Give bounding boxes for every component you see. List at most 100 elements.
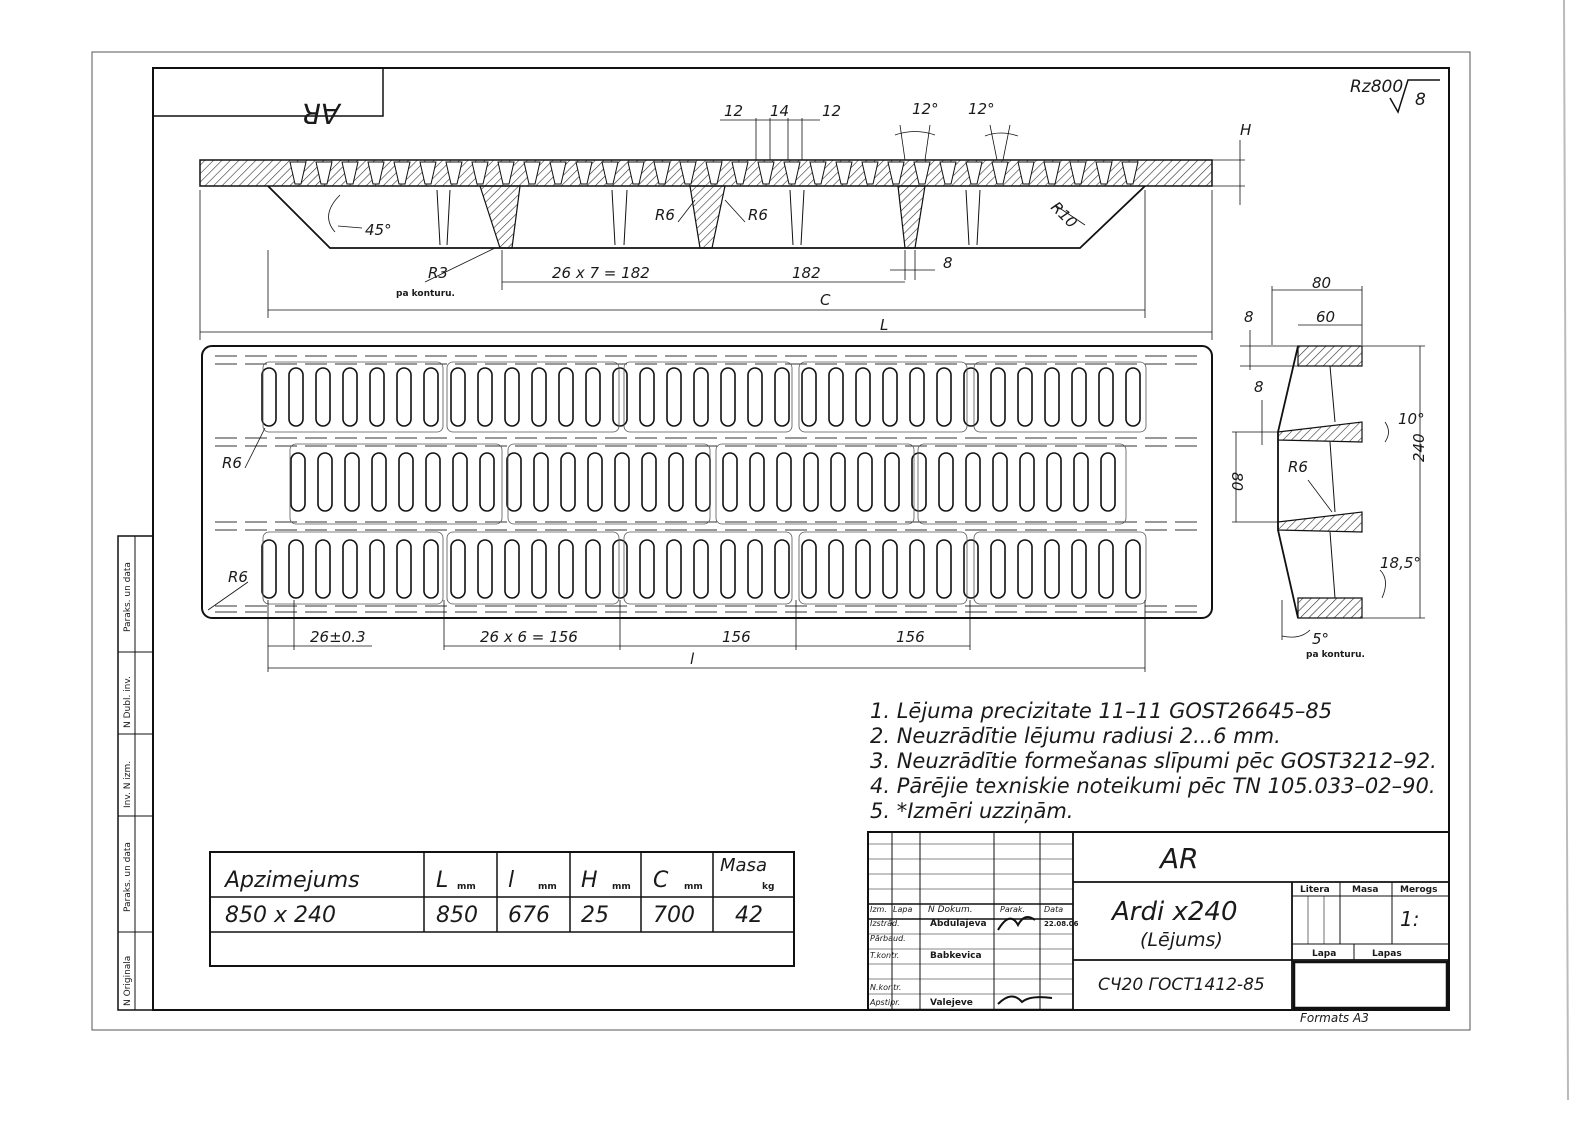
plan-slot xyxy=(452,452,468,512)
section-w60: 60 xyxy=(1316,308,1335,326)
slot-group-outline xyxy=(446,531,620,605)
side-view-slots xyxy=(289,161,1139,185)
plan-slot xyxy=(666,367,682,427)
tb-col-izm: Izm. xyxy=(870,905,887,914)
plan-slot xyxy=(1125,367,1141,427)
dim-12b: 12 xyxy=(822,102,841,120)
side-slot xyxy=(861,161,879,185)
spec-cell-apzimejums: 850 x 240 xyxy=(225,903,336,928)
plan-slot xyxy=(261,539,277,599)
side-view-dimensions: 12 14 12 12° 12° H 45° R6 R6 R10 R3 pa k… xyxy=(199,100,1251,340)
pitch-26: 26±0.3 xyxy=(310,628,366,646)
side-slot xyxy=(471,161,489,185)
spec-header-apzimejums: Apzimejums xyxy=(223,868,360,893)
plan-slot xyxy=(884,452,900,512)
plan-slot xyxy=(774,367,790,427)
spec-unit-H: mm xyxy=(612,882,631,892)
side-slot xyxy=(731,161,749,185)
section-angle-10: 10° xyxy=(1398,410,1425,428)
plan-slot xyxy=(342,539,358,599)
plan-slot xyxy=(398,452,414,512)
spec-cell-l: 676 xyxy=(508,903,550,928)
side-slot xyxy=(1017,161,1035,185)
spec-unit-masa: kg xyxy=(762,882,774,892)
plan-slot xyxy=(938,452,954,512)
plan-slot xyxy=(1017,367,1033,427)
plan-slot xyxy=(344,452,360,512)
tb-date-1: 22.08.06 xyxy=(1044,920,1079,928)
spec-table: Apzimejums L mm l mm H mm C mm Masa kg 8… xyxy=(209,851,795,967)
plan-slot xyxy=(1098,539,1114,599)
plan-slot xyxy=(909,367,925,427)
radius-r10: R10 xyxy=(1047,198,1081,232)
side-slot xyxy=(705,161,723,185)
technical-notes: 1. Lējuma precizitate 11–11 GOST26645–85… xyxy=(870,699,1437,823)
span-182: 182 xyxy=(792,264,821,282)
span-156b: 156 xyxy=(896,628,925,646)
dim-L: L xyxy=(880,316,888,334)
section-d8b: 8 xyxy=(1254,378,1264,396)
slot-group-outline xyxy=(715,443,915,525)
plan-slot xyxy=(1044,539,1060,599)
side-slot xyxy=(1069,161,1087,185)
tb-role-3: T.kontr. xyxy=(870,951,899,960)
dim-8-top: 8 xyxy=(943,254,953,272)
plan-slot xyxy=(614,452,630,512)
plan-slot xyxy=(963,367,979,427)
plan-slot xyxy=(828,367,844,427)
dim-12a: 12 xyxy=(724,102,743,120)
spec-unit-l: mm xyxy=(538,882,557,892)
spec-header-masa: Masa xyxy=(720,855,767,876)
tb-col-paraks: Parak. xyxy=(1000,905,1025,914)
side-slot xyxy=(367,161,385,185)
span-156a: 156 xyxy=(722,628,751,646)
plan-slot xyxy=(587,452,603,512)
tb-code: AR xyxy=(1158,842,1199,875)
tb-hdr-lapa: Lapa xyxy=(1312,949,1336,959)
plan-slot xyxy=(560,452,576,512)
spec-header-L: L xyxy=(436,868,448,893)
roughness-symbol xyxy=(1389,79,1440,114)
note-4: 4. Pārējie texniskie noteikumi pēc TN 10… xyxy=(870,774,1436,798)
spec-cell-L: 850 xyxy=(436,903,478,928)
plan-slot xyxy=(855,367,871,427)
plan-slot xyxy=(1100,452,1116,512)
plan-slot xyxy=(290,452,306,512)
plan-slot xyxy=(722,452,738,512)
slot-group-outline xyxy=(507,443,711,525)
side-slot xyxy=(549,161,567,185)
tb-hdr-merogs: Merogs xyxy=(1400,885,1437,895)
plan-slot xyxy=(315,367,331,427)
roughness-sub: 8 xyxy=(1415,90,1426,110)
side-strip-1: Paraks. un data xyxy=(123,562,133,632)
plan-slot xyxy=(558,539,574,599)
plan-slot xyxy=(803,452,819,512)
tb-name-1: Abdulajeva xyxy=(930,919,987,929)
signature-1 xyxy=(997,915,1036,931)
tb-hdr-lapas: Lapas xyxy=(1372,949,1402,959)
plan-slot xyxy=(425,452,441,512)
side-slot xyxy=(1095,161,1113,185)
plan-slot xyxy=(1017,539,1033,599)
plan-slot xyxy=(1019,452,1035,512)
plan-slot xyxy=(936,539,952,599)
slot-group-outline xyxy=(262,531,444,605)
spec-cell-H: 25 xyxy=(581,903,609,928)
angle-45: 45° xyxy=(365,221,392,239)
tb-role-1: Izstrād. xyxy=(870,919,900,928)
plan-slot xyxy=(963,539,979,599)
plan-slot xyxy=(882,539,898,599)
plan-view-dimensions: R6 R6 26±0.3 26 x 6 = 156 156 156 l xyxy=(207,427,1146,672)
tb-hdr-litera: Litera xyxy=(1300,885,1330,895)
plan-view xyxy=(201,345,1213,619)
plan-slot xyxy=(990,539,1006,599)
tb-material: СЧ20 ГОСТ1412-85 xyxy=(1098,975,1265,995)
plan-slot xyxy=(720,539,736,599)
slot-group-outline xyxy=(289,443,503,525)
tb-hdr-masa: Masa xyxy=(1352,885,1378,895)
plan-slot xyxy=(639,539,655,599)
spec-cell-masa: 42 xyxy=(735,903,763,928)
tb-name-3: Babkevica xyxy=(930,951,982,961)
side-slot xyxy=(289,161,307,185)
plan-slot xyxy=(396,539,412,599)
